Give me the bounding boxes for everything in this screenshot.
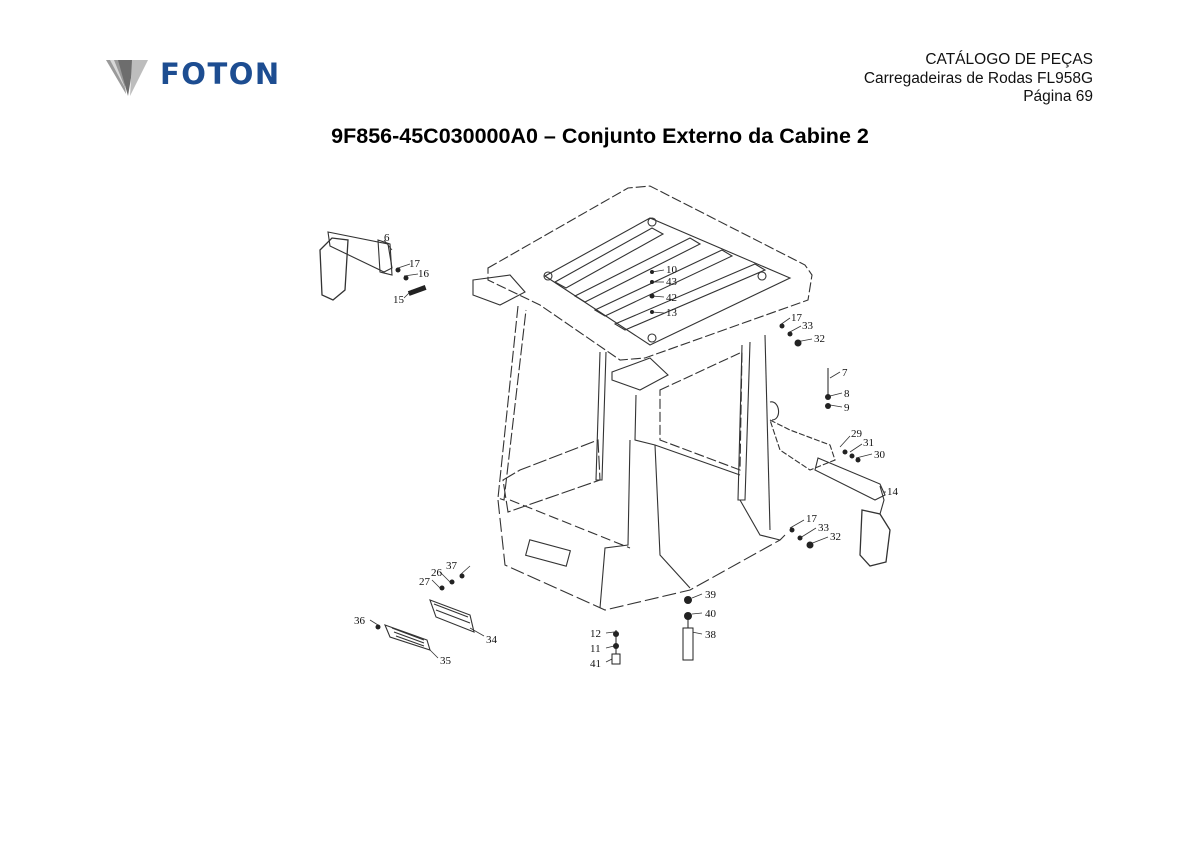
callout-31: 31: [863, 437, 874, 449]
callout-6: 6: [384, 232, 390, 244]
foton-emblem-icon: [106, 60, 148, 96]
callout-17-top: 17: [791, 312, 803, 324]
callout-33-bottom: 33: [818, 522, 830, 534]
callout-43: 43: [666, 276, 678, 288]
callout-37: 37: [446, 560, 458, 572]
callout-16: 16: [418, 268, 430, 280]
callout-29: 29: [851, 428, 863, 440]
foton-logo: [104, 56, 314, 100]
callout-9: 9: [844, 402, 850, 414]
callout-10: 10: [666, 264, 678, 276]
callout-32-top: 32: [814, 333, 825, 345]
callout-7: 7: [842, 367, 848, 379]
callout-36: 36: [354, 615, 366, 627]
callout-39: 39: [705, 589, 717, 601]
cab-drawing: [319, 185, 891, 660]
hardware-parts: [375, 267, 861, 665]
brand-name: FOTON: [160, 57, 281, 91]
callout-32-bottom: 32: [830, 531, 841, 543]
callout-17-left: 17: [409, 258, 421, 270]
callout-33-top: 33: [802, 320, 814, 332]
callout-8: 8: [844, 388, 850, 400]
callout-13: 13: [666, 307, 678, 319]
callout-14: 14: [887, 486, 899, 498]
callout-11: 11: [590, 643, 601, 655]
callout-42: 42: [666, 292, 677, 304]
callout-leaders: [369, 239, 886, 663]
catalog-title: CATÁLOGO DE PEÇAS: [925, 51, 1093, 68]
callout-35: 35: [440, 655, 452, 667]
catalog-header: CATÁLOGO DE PEÇAS Carregadeiras de Rodas…: [864, 51, 1093, 107]
callout-40: 40: [705, 608, 717, 620]
callout-30: 30: [874, 449, 886, 461]
callout-38: 38: [705, 629, 717, 641]
callout-17-bottom: 17: [806, 513, 818, 525]
callout-27: 27: [419, 576, 431, 588]
callout-labels: 6 17 16 15 10 43 42 13 17 33 32 7 8 9 29…: [354, 232, 899, 670]
catalog-subtitle: Carregadeiras de Rodas FL958G: [863, 69, 1093, 87]
page-title: 9F856-45C030000A0 – Conjunto Externo da …: [331, 124, 869, 148]
callout-12: 12: [590, 628, 601, 640]
callout-41: 41: [590, 658, 601, 670]
callout-34: 34: [486, 634, 498, 646]
callout-15: 15: [393, 294, 405, 306]
callout-26: 26: [431, 567, 443, 579]
page-number: Página 69: [1023, 88, 1093, 105]
